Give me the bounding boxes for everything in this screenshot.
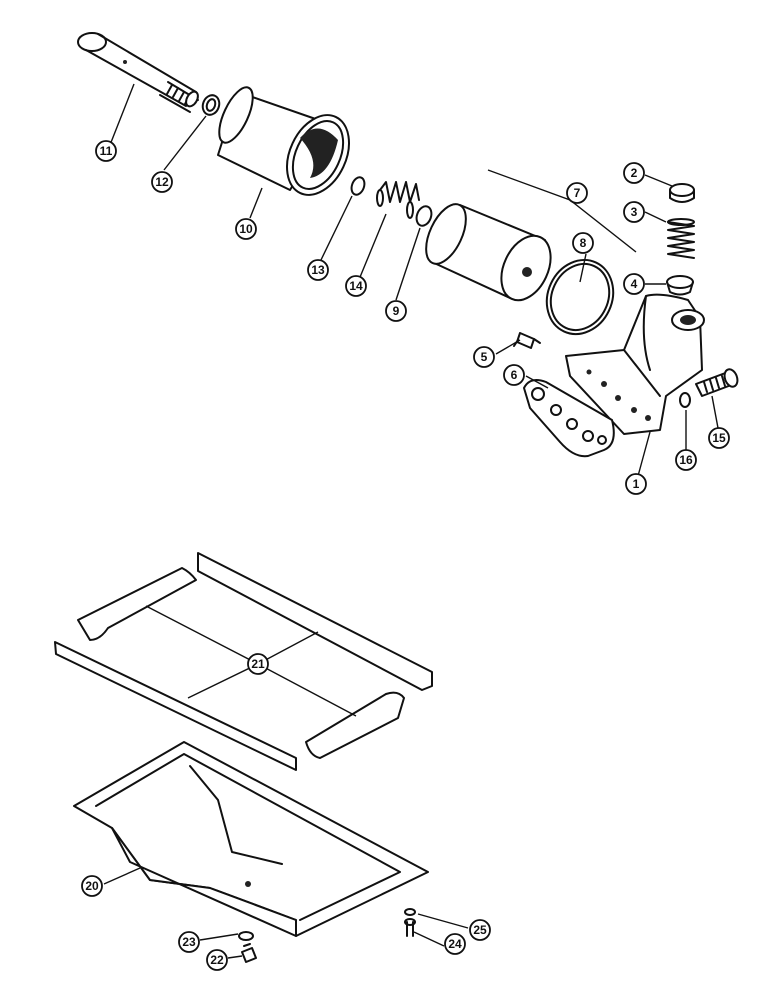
- svg-text:13: 13: [311, 263, 325, 277]
- callout-24: 24: [444, 933, 466, 955]
- callout-12: 12: [151, 171, 173, 193]
- bolt-part-24: [404, 918, 416, 937]
- washer-part-16: [679, 392, 691, 408]
- callout-16: 16: [675, 449, 697, 471]
- drain-washer-part-23: [238, 931, 254, 941]
- leader-lines: [103, 83, 719, 959]
- cap-part-2: [669, 183, 695, 203]
- svg-text:7: 7: [574, 186, 581, 200]
- gasket-ring-part-9: [415, 205, 433, 227]
- sealing-ring-part-8: [545, 259, 615, 335]
- svg-text:3: 3: [631, 205, 638, 219]
- callout-1: 1: [625, 473, 647, 495]
- svg-text:21: 21: [251, 657, 265, 671]
- callout-2: 2: [623, 162, 645, 184]
- callout-4: 4: [623, 273, 645, 295]
- filter-housing-part: [217, 86, 350, 196]
- callout-10: 10: [235, 218, 257, 240]
- svg-text:11: 11: [100, 144, 113, 158]
- relief-spring-part-3: [667, 218, 695, 259]
- svg-text:20: 20: [85, 879, 99, 893]
- svg-text:4: 4: [631, 277, 638, 291]
- mounting-bolt-part-15: [695, 368, 739, 397]
- svg-text:25: 25: [473, 923, 487, 937]
- callout-15: 15: [708, 427, 730, 449]
- svg-text:24: 24: [448, 937, 462, 951]
- spring-part-14: [376, 181, 420, 219]
- callout-21: 21: [247, 653, 269, 675]
- svg-text:12: 12: [155, 175, 169, 189]
- callout-20: 20: [81, 875, 103, 897]
- callout-11: 11: [95, 140, 117, 162]
- filter-element-part: [425, 169, 637, 302]
- svg-text:1: 1: [633, 477, 640, 491]
- oil-pan-part-20: [73, 741, 429, 937]
- filter-head-part-1: [565, 293, 705, 435]
- valve-seat-part-4: [666, 275, 694, 296]
- center-bolt-part: [77, 32, 199, 113]
- oil-pan-gasket-part-21: [54, 552, 433, 771]
- callout-14: 14: [345, 275, 367, 297]
- callout-13: 13: [307, 259, 329, 281]
- svg-text:22: 22: [210, 953, 224, 967]
- washer-part-13: [350, 176, 366, 196]
- callout-25: 25: [469, 919, 491, 941]
- svg-text:6: 6: [511, 368, 518, 382]
- callout-3: 3: [623, 201, 645, 223]
- callout-6: 6: [503, 364, 525, 386]
- washer-part: [201, 94, 221, 116]
- svg-text:23: 23: [182, 935, 196, 949]
- callout-23: 23: [178, 931, 200, 953]
- svg-text:2: 2: [631, 166, 638, 180]
- callout-9: 9: [385, 300, 407, 322]
- svg-text:9: 9: [393, 304, 400, 318]
- callout-7: 7: [566, 182, 588, 204]
- svg-text:15: 15: [712, 431, 726, 445]
- svg-text:8: 8: [580, 236, 587, 250]
- svg-text:10: 10: [239, 222, 253, 236]
- callout-8: 8: [572, 232, 594, 254]
- callout-5: 5: [473, 346, 495, 368]
- svg-text:16: 16: [679, 453, 693, 467]
- svg-text:5: 5: [481, 350, 488, 364]
- svg-text:14: 14: [349, 279, 363, 293]
- washer-part-25: [404, 908, 416, 916]
- drain-plug-part-22: [241, 943, 257, 963]
- callout-22: 22: [206, 949, 228, 971]
